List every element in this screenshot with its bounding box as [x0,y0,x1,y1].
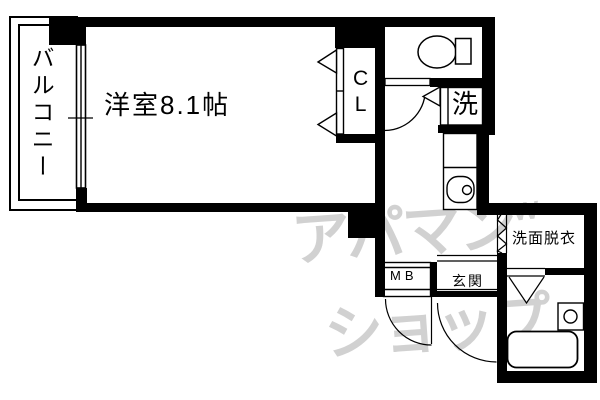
washbasin-icon [442,132,478,211]
wall-right-wing-right [584,203,597,383]
balcony-label: バルコニー [28,46,55,181]
wall-closet-bottom [336,134,375,143]
wall-balcony-corner-block [49,17,86,45]
toilet-icon [417,35,472,69]
washer-label: 洗 [452,89,479,119]
closet-folding-door-icon [316,47,345,138]
window-icon [68,44,93,189]
meter-box-door-arc [384,297,433,346]
faucet-icon [557,302,585,331]
wall-top [49,17,495,27]
accordion-door-icon [496,212,508,254]
entrance-label: 玄関 [452,273,484,289]
washroom-label: 洗面脱衣 [512,230,577,247]
bathtub-icon [506,330,579,369]
wall-room-bottom [76,203,348,212]
wall-right-wing-top [477,203,597,215]
wall-washer-bottom [438,125,483,133]
bathroom-door-icon [507,267,545,305]
western-room-label: 洋室8.1帖 [104,90,231,120]
wall-entrance-bottom [437,291,497,297]
wall-right-wing-left [497,253,507,383]
wall-window-bottom-block [76,188,87,203]
closet-label: CL [349,67,373,119]
entrance-step-lines [437,254,497,291]
wall-corner-block [348,203,375,238]
wall-mb-entrance-divider [430,262,437,297]
wall-right-upper [482,17,495,135]
wall-vanity-right [477,133,489,203]
wall-washroom-bath-divider [545,268,584,275]
wall-toilet-bottom [430,78,483,87]
meter-box-label: MB [390,268,418,283]
entrance-door-arc [436,302,497,363]
wall-room-right [375,26,385,297]
wall-right-wing-bottom [497,371,597,383]
